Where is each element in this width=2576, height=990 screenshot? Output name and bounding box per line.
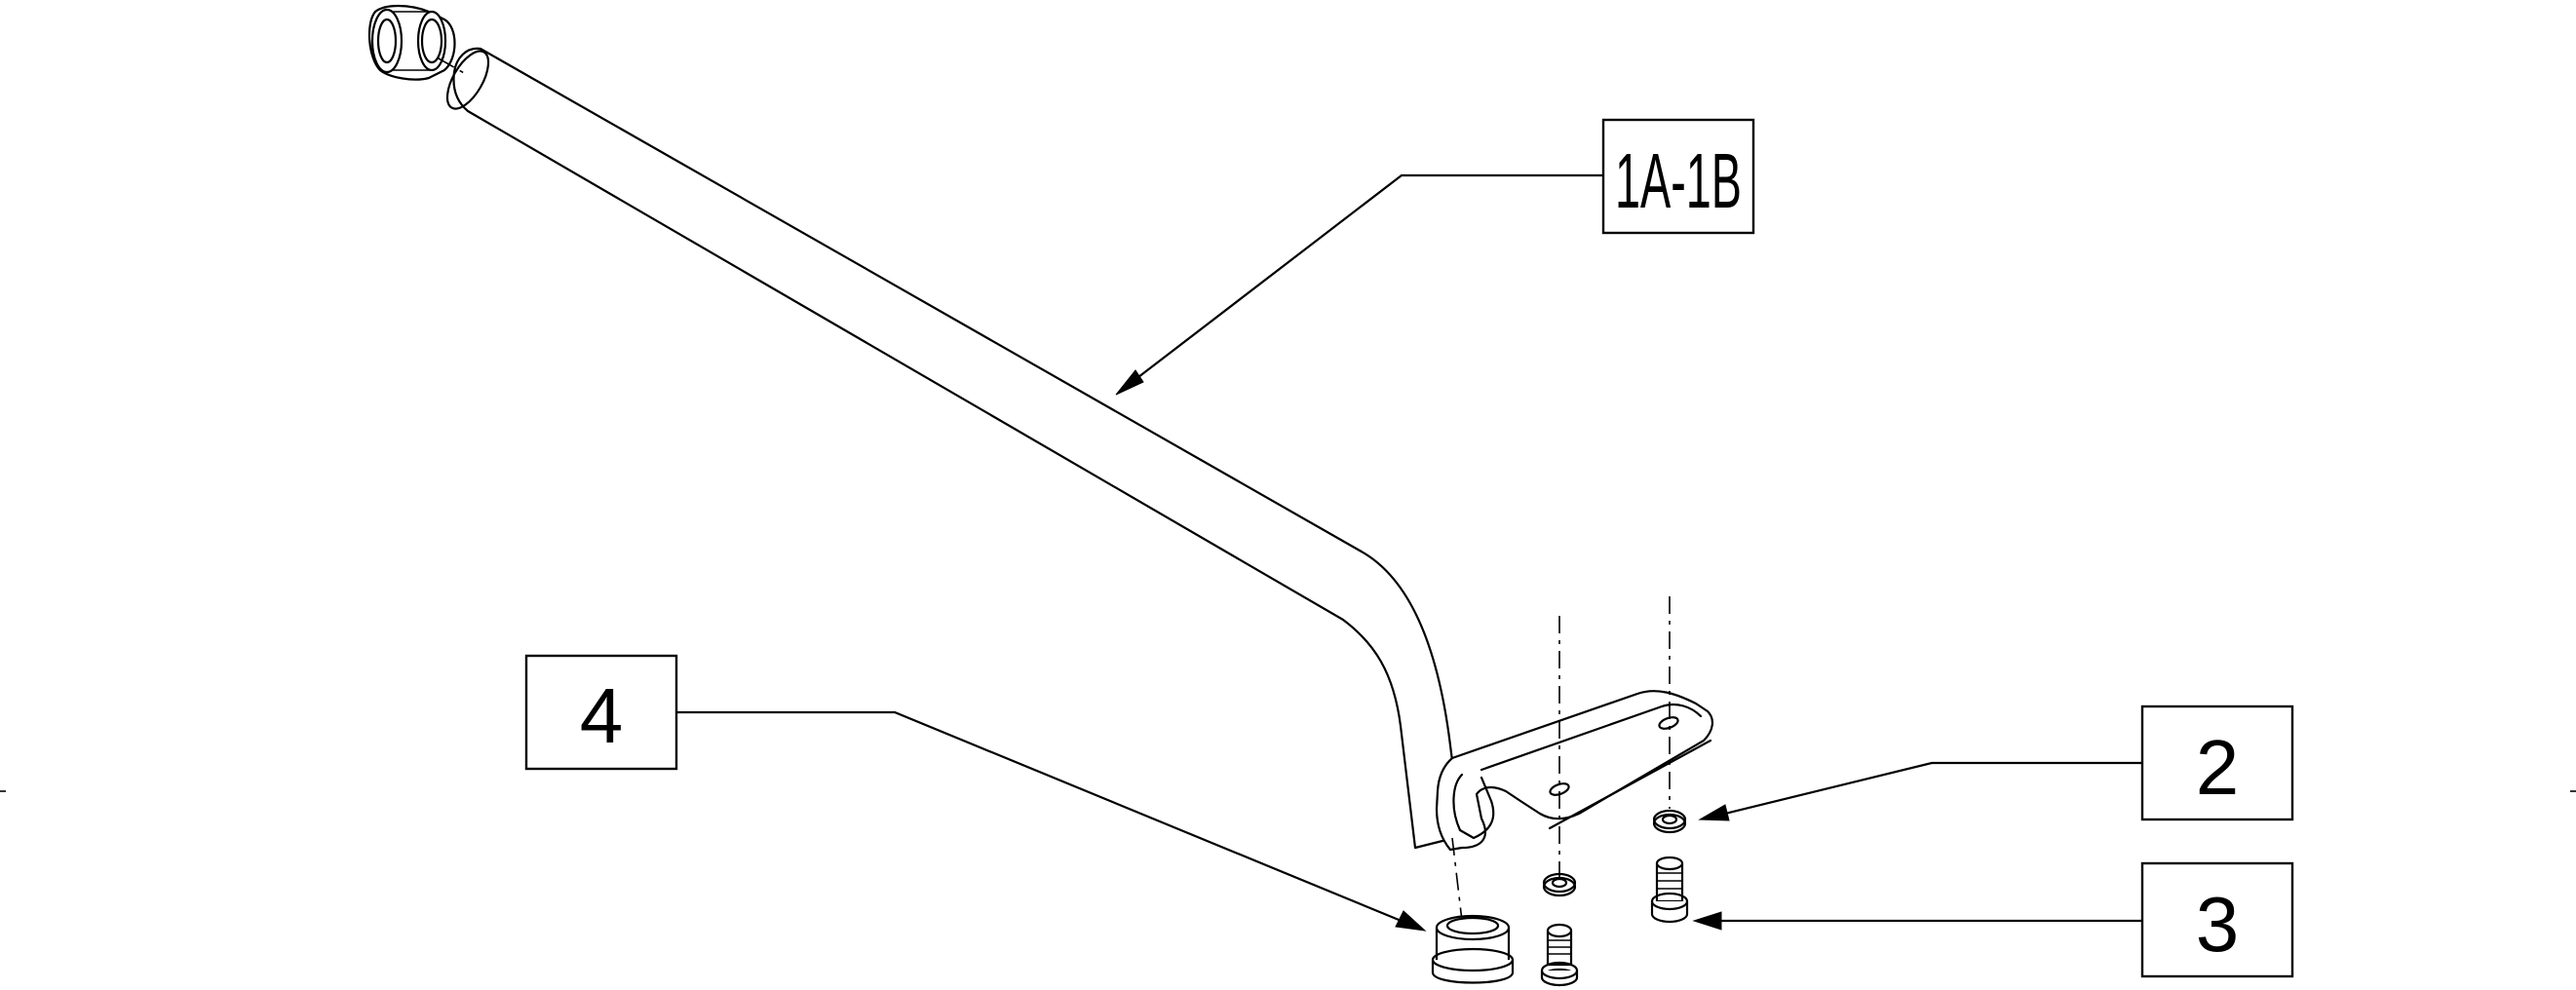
callout-1a-1b: 1A-1B [1601,118,1755,235]
leader-1a-1b [1115,173,1603,396]
mounting-hole-left [1549,782,1570,796]
callout-2: 2 [2140,704,2294,821]
screw-left [1540,923,1579,987]
callout-3-label: 3 [2196,881,2240,968]
callout-2-label: 2 [2196,724,2240,811]
callout-1a-1b-label: 1A-1B [1615,137,1742,224]
callout-3: 3 [2140,861,2294,978]
callout-4-label: 4 [580,672,624,759]
leader-4 [676,710,1427,932]
leader-3 [1692,911,2142,931]
centerline-glide [1451,837,1463,922]
washer-left [1542,872,1577,897]
callout-4: 4 [524,654,678,771]
washer-right [1652,809,1687,834]
leader-2 [1698,761,2142,821]
screw-right [1650,856,1689,924]
glide [1431,914,1515,984]
tube-end-cap [367,4,467,81]
main-tube [445,47,1713,852]
